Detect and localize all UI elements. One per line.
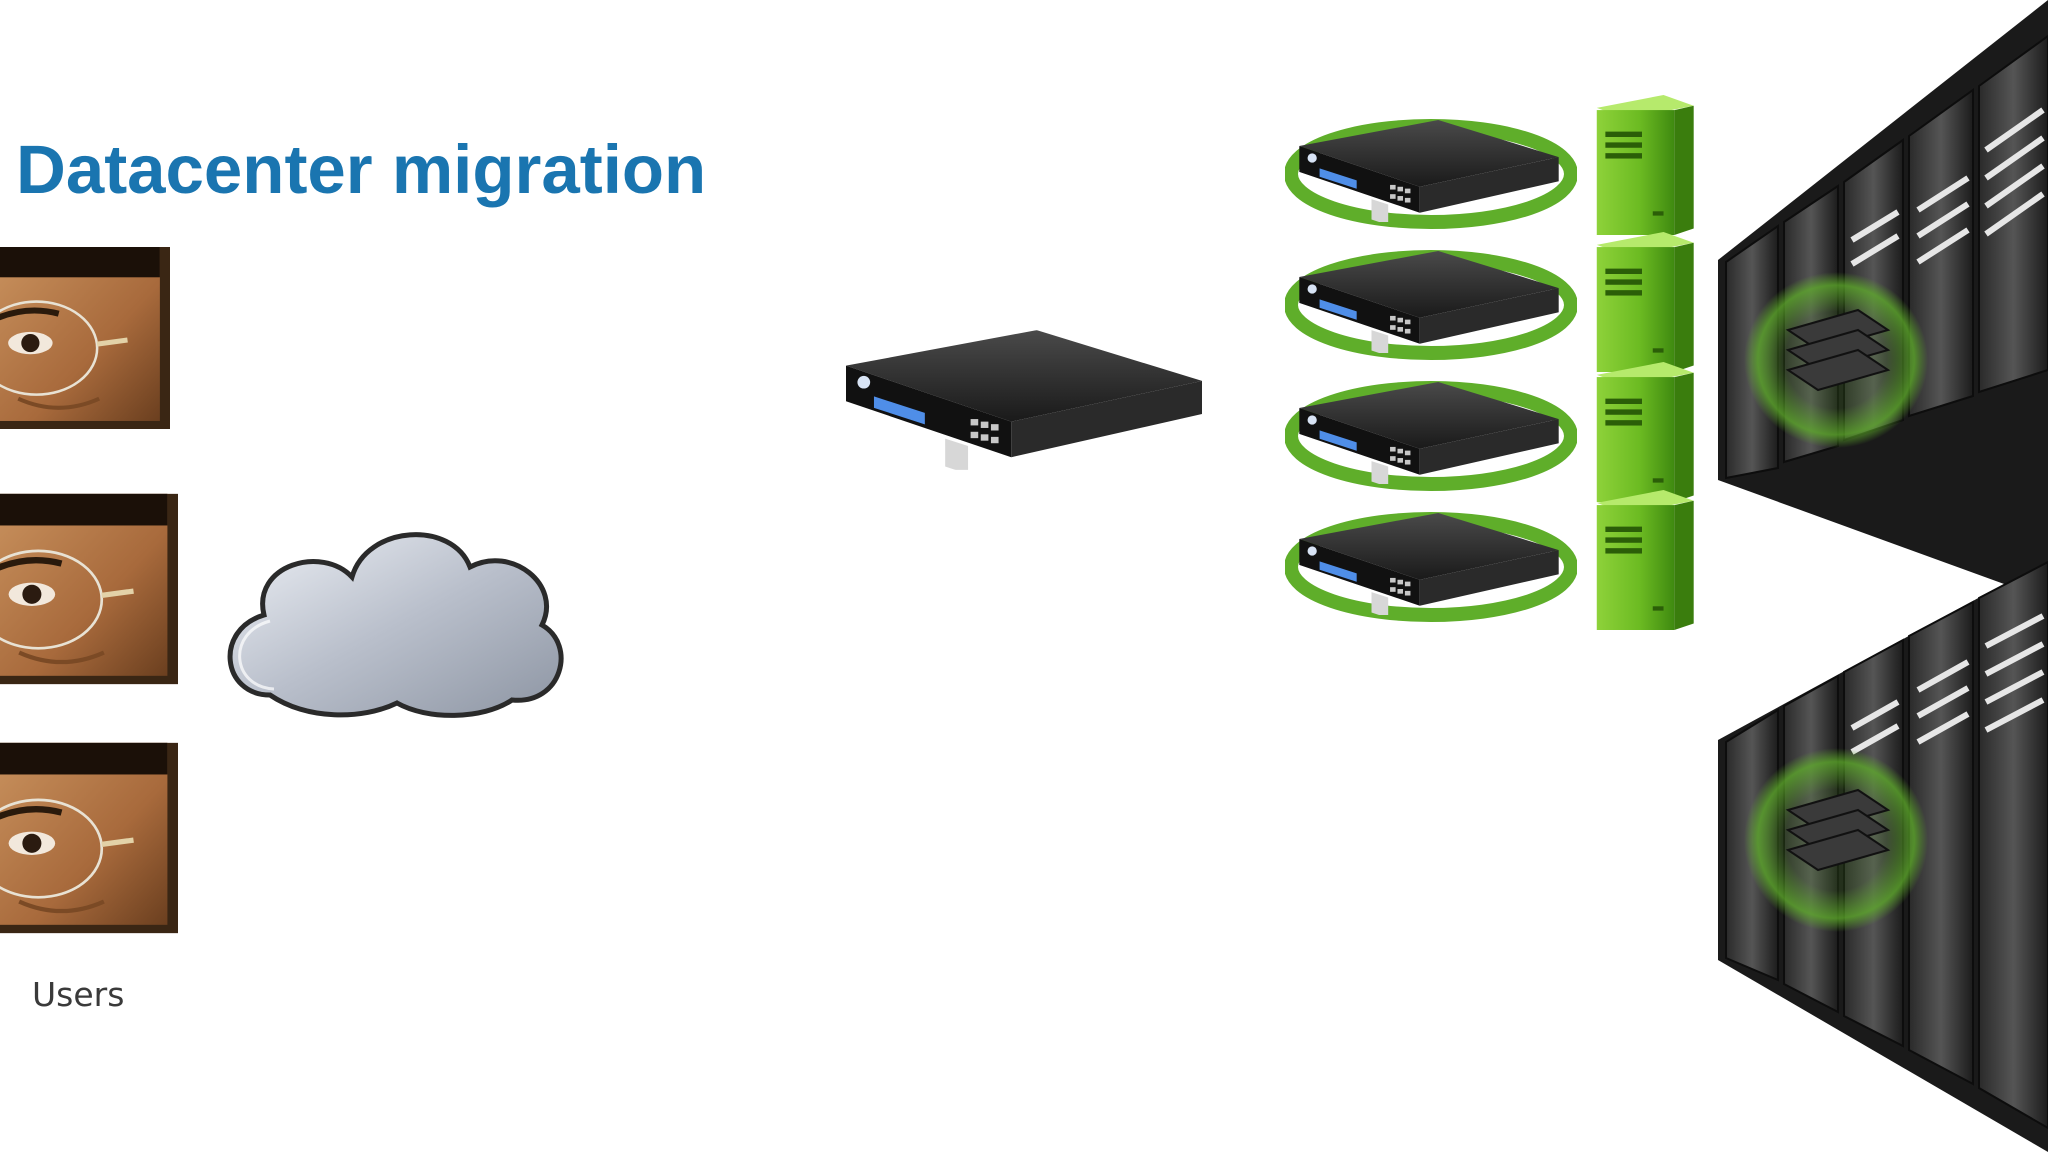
server-tower-icon — [1588, 232, 1696, 372]
user-photo-icon — [0, 727, 178, 949]
slide-title: Datacenter migration — [16, 131, 707, 208]
netscaler-vpx-icon — [1285, 119, 1577, 229]
datacenter-rack-icon — [1718, 560, 2048, 1152]
user-photo-icon — [0, 230, 170, 446]
datacenter-rack-icon — [1718, 0, 2048, 600]
netscaler-vpx-icon — [1285, 512, 1577, 622]
netscaler-vpx-icon — [1285, 250, 1577, 360]
user-photo-icon — [0, 478, 178, 700]
users-label: Users — [32, 975, 125, 1014]
server-tower-icon — [1588, 95, 1696, 235]
cloud-icon — [227, 532, 564, 718]
server-tower-icon — [1588, 362, 1696, 502]
netscaler-vpx-icon — [1285, 381, 1577, 491]
server-tower-icon — [1588, 490, 1696, 630]
netscaler-mpx-appliance-icon — [846, 330, 1202, 470]
